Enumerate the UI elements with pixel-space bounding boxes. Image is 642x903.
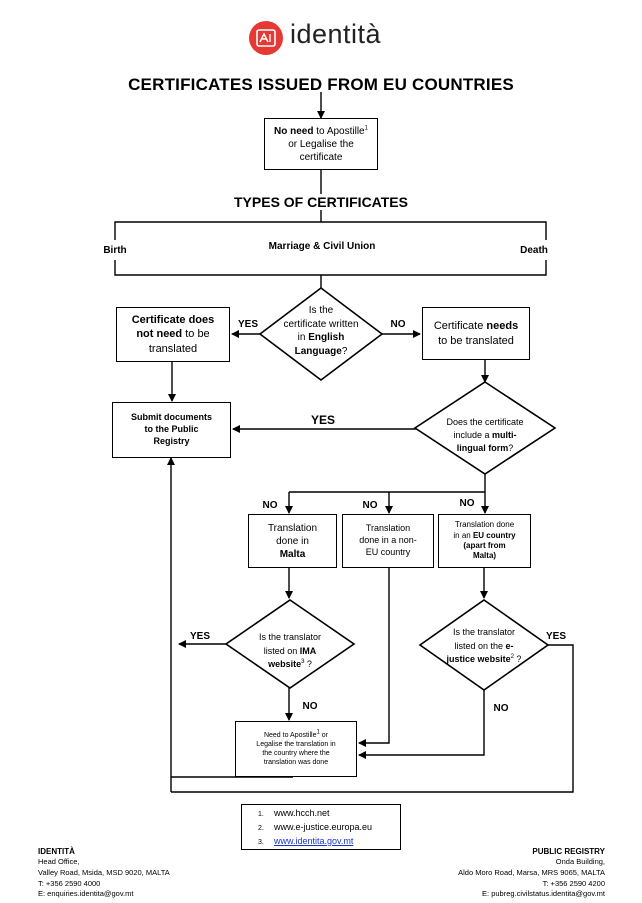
apostille-legalise-box: Need to Apostille1 or Legalise the trans… bbox=[235, 721, 357, 777]
english-decision-diamond bbox=[258, 286, 384, 382]
ejustice-decision-diamond bbox=[418, 599, 550, 691]
reference-link-1[interactable]: 1.www.hcch.net bbox=[258, 808, 330, 818]
identita-logo-icon bbox=[249, 21, 283, 55]
no-label-noneu-branch: NO bbox=[362, 500, 378, 511]
type-marriage: Marriage & Civil Union bbox=[268, 241, 376, 252]
ima-decision-text: Is the translator listed on IMA website3… bbox=[258, 632, 322, 669]
type-death: Death bbox=[520, 245, 548, 256]
ima-decision-diamond bbox=[224, 599, 356, 689]
no-label-malta-branch: NO bbox=[262, 500, 278, 511]
page-title: CERTIFICATES ISSUED FROM EU COUNTRIES bbox=[128, 75, 514, 94]
no-translation-box: Certificate does not need to be translat… bbox=[116, 307, 230, 362]
translation-non-eu-box: Translation done in a non- EU country bbox=[342, 514, 434, 568]
multilingual-decision-diamond bbox=[413, 381, 557, 475]
logo: identità bbox=[248, 18, 428, 58]
yes-label-ejustice: YES bbox=[545, 631, 566, 642]
submit-documents-box: Submit documents to the Public Registry bbox=[112, 402, 231, 458]
translation-malta-box: Translation done in Malta bbox=[248, 514, 337, 568]
footer-right: PUBLIC REGISTRY Onda Building, Aldo Moro… bbox=[458, 847, 605, 899]
no-label-eu-branch: NO bbox=[459, 498, 475, 509]
no-apostille-box: No need to Apostille1 or Legalise the ce… bbox=[264, 118, 378, 170]
reference-link-3[interactable]: 3.www.identita.gov.mt bbox=[258, 835, 354, 846]
type-birth: Birth bbox=[103, 245, 127, 256]
english-decision-text: Is the certificate written in English La… bbox=[283, 305, 359, 357]
multilingual-decision-text: Does the certificate include a multi- li… bbox=[446, 417, 524, 454]
yes-label-ima: YES bbox=[189, 631, 210, 642]
footer-left: IDENTITÀ Head Office, Valley Road, Msida… bbox=[38, 847, 170, 899]
yes-label-multilingual: YES bbox=[310, 413, 335, 427]
needs-translation-box: Certificate needs to be translated bbox=[422, 307, 530, 360]
ejustice-decision-text: Is the translator listed on the e- justi… bbox=[446, 627, 522, 664]
translation-eu-box: Translation done in an EU country (apart… bbox=[438, 514, 531, 568]
reference-link-2[interactable]: 2.www.e-justice.europa.eu bbox=[258, 821, 373, 832]
no-label-english: NO bbox=[390, 319, 406, 330]
yes-label-english: YES bbox=[237, 319, 258, 330]
reference-links: 1.www.hcch.net 2.www.e-justice.europa.eu… bbox=[241, 804, 401, 850]
no-label-ima: NO bbox=[302, 701, 318, 712]
logo-text: identità bbox=[290, 19, 382, 49]
no-label-ejustice: NO bbox=[493, 703, 509, 714]
types-title: TYPES OF CERTIFICATES bbox=[234, 194, 408, 210]
